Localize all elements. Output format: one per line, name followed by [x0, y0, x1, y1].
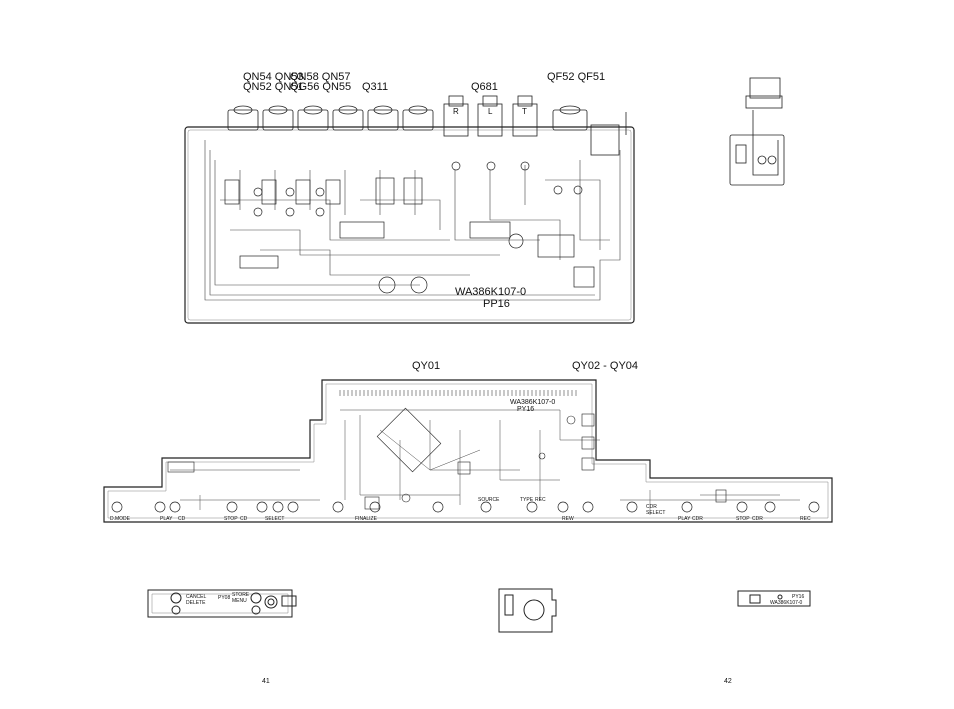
caption-py08: PY08 — [218, 595, 231, 601]
optical-jacks — [443, 95, 538, 137]
middle-board-code: PY16 — [517, 406, 535, 413]
caption-d-mode: D.MODE — [110, 516, 130, 522]
caption-select-2: SELECT — [646, 510, 666, 516]
caption-cdr: CDR — [646, 504, 657, 510]
page-number-left: 41 — [262, 678, 270, 685]
caption-stop-2: STOP — [736, 516, 750, 522]
caption-select: SELECT — [265, 516, 285, 522]
label-qg56-qn55: QG56 QN55 — [290, 81, 352, 93]
caption-play-2: PLAY — [678, 516, 691, 522]
jack-letter-l: L — [488, 107, 493, 116]
board-small-connector — [729, 77, 785, 186]
top-board-code: PP16 — [483, 298, 510, 310]
label-qy01: QY01 — [412, 360, 441, 372]
caption-cdr-2: CDR — [692, 516, 703, 522]
caption-py16-small: PY16 — [792, 594, 805, 600]
jack-letter-t: T — [522, 107, 527, 116]
caption-wa386k107-small: WA386K107-0 — [770, 600, 803, 606]
board-pp16 — [184, 95, 635, 324]
connector-pins — [339, 390, 577, 396]
caption-delete: DELETE — [186, 600, 206, 606]
board-py16-small — [737, 590, 811, 607]
caption-rec-2: REC — [800, 516, 811, 522]
caption-source: SOURCE — [478, 497, 500, 503]
board-encoder — [498, 588, 557, 633]
rca-jack-row — [227, 105, 627, 156]
board-py08 — [147, 589, 297, 618]
front-traces — [170, 409, 800, 515]
label-qn58-qn57: QN58 QN57 — [290, 71, 351, 83]
label-qy02-qy04: QY02 - QY04 — [572, 360, 639, 372]
caption-menu: MENU — [232, 598, 247, 604]
page-number-right: 42 — [724, 678, 732, 685]
caption-store: STORE — [232, 592, 250, 598]
label-q681: Q681 — [471, 81, 498, 93]
caption-type: TYPE — [520, 497, 534, 503]
caption-cancel: CANCEL — [186, 594, 207, 600]
caption-cd-2: CD — [240, 516, 248, 522]
label-q311: Q311 — [362, 81, 389, 93]
components — [224, 161, 595, 294]
label-qf52-qf51: QF52 QF51 — [547, 71, 606, 83]
caption-cdr-3: CDR — [752, 516, 763, 522]
tact-switches — [111, 501, 820, 513]
caption-play: PLAY — [160, 516, 173, 522]
caption-stop: STOP — [224, 516, 238, 522]
caption-rec: REC — [535, 497, 546, 503]
caption-rew: REW — [562, 516, 574, 522]
top-board-id: WA386K107-0 — [455, 286, 527, 298]
label-qn54-qn53: QN54 QN53 — [243, 71, 304, 83]
jack-letter-r: R — [453, 107, 459, 116]
trace-lines — [204, 140, 621, 301]
caption-finalize: FINALIZE — [355, 516, 377, 522]
front-components — [167, 407, 727, 510]
middle-board-id: WA386K107-0 — [510, 399, 556, 406]
label-qn52-qn51: QN52 QN51 — [243, 81, 304, 93]
board-py16 — [103, 379, 833, 523]
caption-cd: CD — [178, 516, 186, 522]
